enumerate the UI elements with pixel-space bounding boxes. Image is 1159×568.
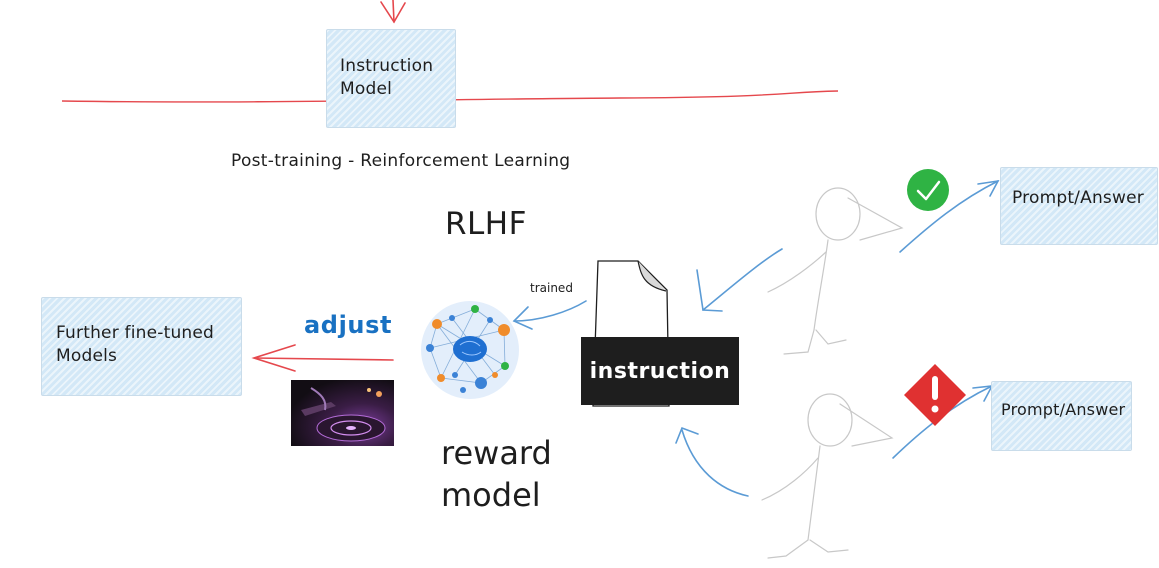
adjust-label: adjust xyxy=(304,311,393,339)
turntable-photo xyxy=(291,380,394,446)
stick-figure-icon xyxy=(767,187,904,355)
prompt-answer-top-label: Prompt/Answer xyxy=(1012,188,1144,208)
feedback-arrow-bottom xyxy=(675,426,749,497)
prompt-answer-box-top[interactable]: Prompt/Answer xyxy=(1000,167,1158,245)
trained-arrow xyxy=(512,300,587,330)
further-fine-tuned-line1: Further fine-tuned xyxy=(56,323,215,343)
reward-model-label: reward model xyxy=(441,432,552,516)
adjust-arrow xyxy=(251,344,394,372)
stage-title: Post-training - Reinforcement Learning xyxy=(231,151,571,171)
instruction-box[interactable]: instruction xyxy=(581,337,739,405)
instruction-model-line1: Instruction xyxy=(340,56,434,76)
further-fine-tuned-box[interactable]: Further fine-tuned Models xyxy=(41,297,242,396)
further-fine-tuned-line2: Models xyxy=(56,346,118,366)
method-title: RLHF xyxy=(445,206,527,242)
red-strike-line xyxy=(61,90,839,103)
trained-label: trained xyxy=(530,281,573,295)
check-circle-icon xyxy=(907,169,949,211)
top-incoming-arrow xyxy=(380,0,406,24)
instruction-model-box[interactable]: Instruction Model xyxy=(326,29,456,128)
instruction-model-line2: Model xyxy=(340,79,393,99)
reward-model-line1: reward xyxy=(441,434,552,472)
prompt-answer-box-bottom[interactable]: Prompt/Answer xyxy=(991,381,1132,451)
warning-diamond-icon xyxy=(904,364,966,426)
feedback-arrow-top xyxy=(696,248,783,312)
stick-figure-icon xyxy=(761,393,894,559)
reward-model-line2: model xyxy=(441,476,541,514)
prompt-arrow-top xyxy=(899,179,1000,253)
brain-network-icon xyxy=(421,301,519,399)
prompt-answer-bottom-label: Prompt/Answer xyxy=(1001,400,1126,419)
